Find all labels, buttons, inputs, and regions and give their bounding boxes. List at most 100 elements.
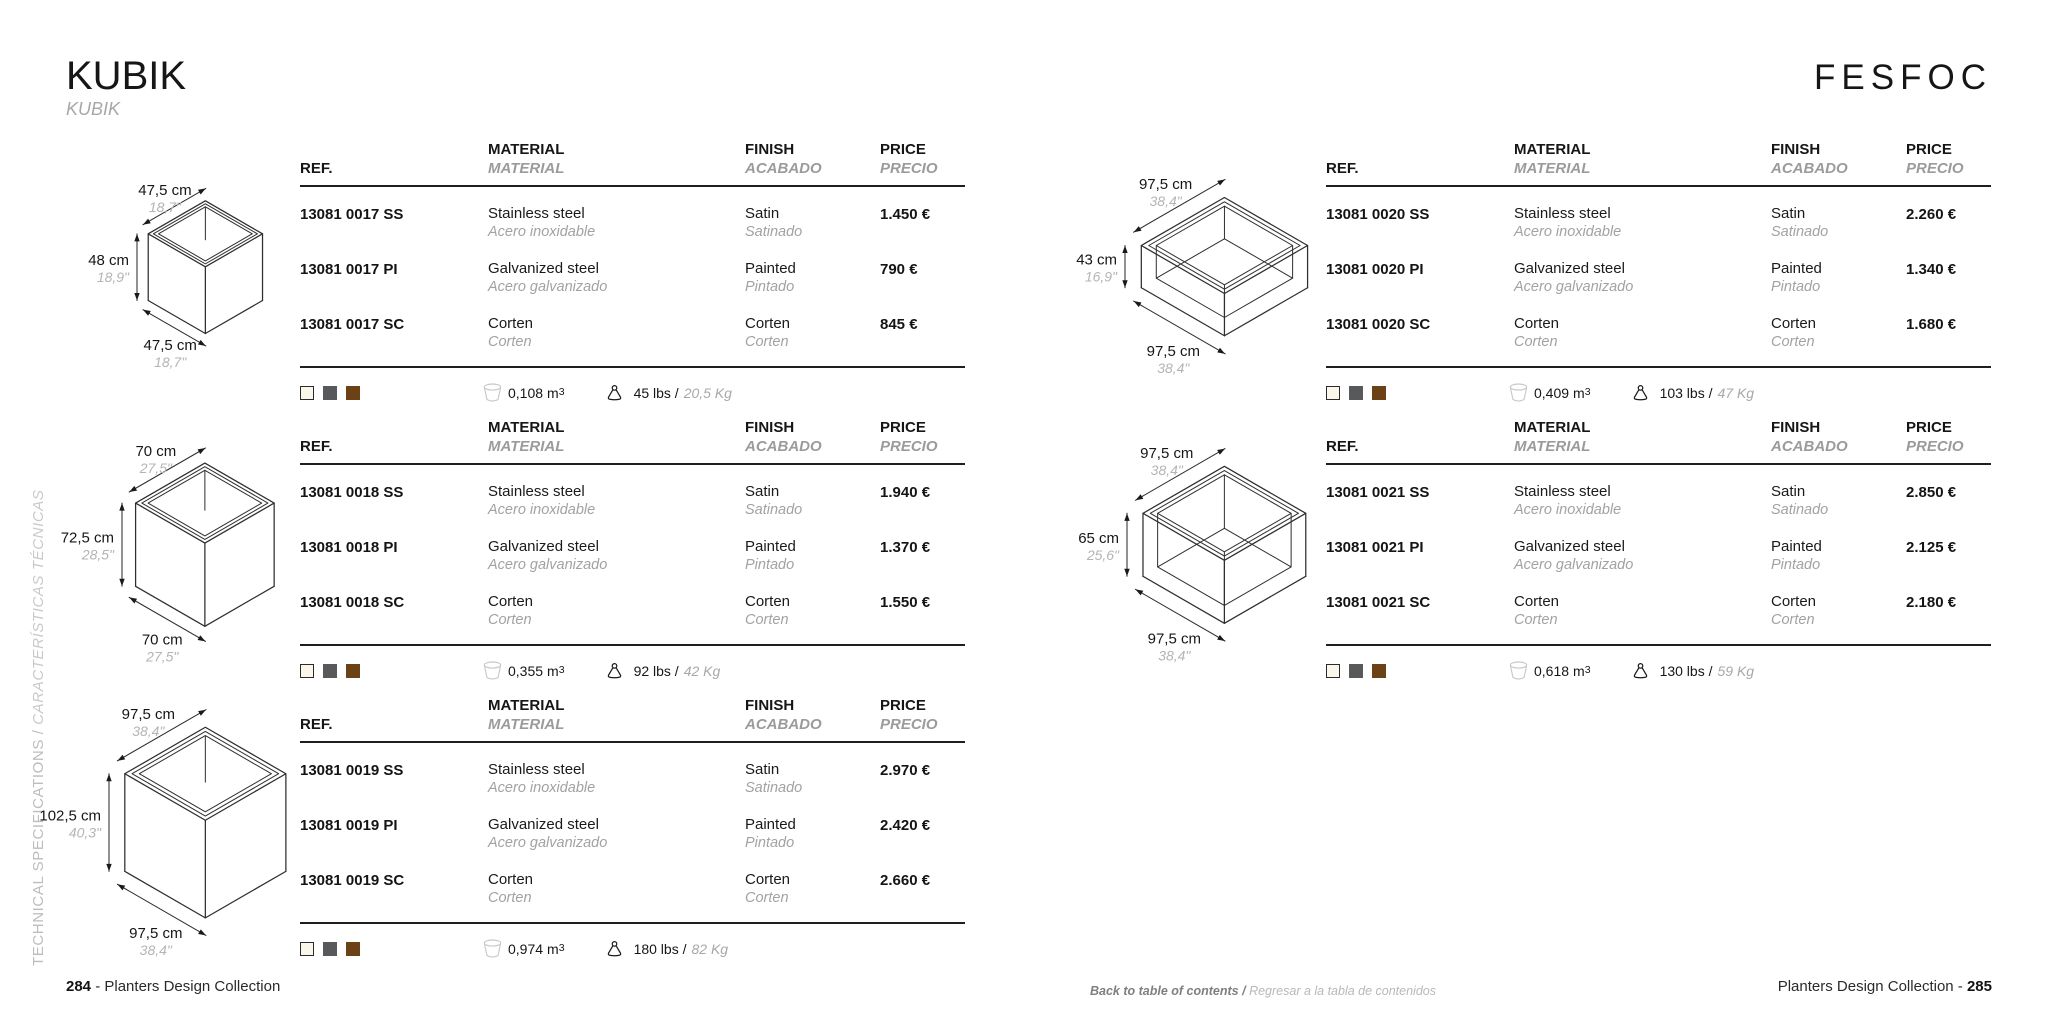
- col-finish: FINISH ACABADO: [1771, 418, 1906, 456]
- volume-unit: m: [1573, 385, 1585, 401]
- col-price-es: PRECIO: [880, 716, 938, 733]
- price-cell: 1.680 €: [1906, 314, 1991, 351]
- col-finish-es: ACABADO: [1771, 160, 1848, 177]
- material-es-text: Acero inoxidable: [488, 502, 596, 518]
- material-en-text: Stainless steel: [1514, 483, 1611, 500]
- spec-table: REF. MATERIAL MATERIAL FINISH ACABADO PR…: [300, 418, 965, 683]
- price-cell: 2.180 €: [1906, 592, 1991, 629]
- col-material: MATERIAL MATERIAL: [488, 140, 745, 178]
- material-es-text: Corten: [488, 890, 532, 906]
- price-text: 1.940 €: [880, 484, 931, 501]
- swatch-stainless: [1326, 664, 1340, 678]
- swatch-painted-gray: [323, 942, 337, 956]
- finish-en-text: Painted: [1771, 538, 1822, 555]
- dimension-label-top-cm: 97,5 cm: [121, 706, 174, 723]
- pot-icon: [483, 382, 502, 402]
- pot-icon: [1509, 660, 1528, 680]
- swatch-stainless: [300, 664, 314, 678]
- finish-en-text: Satin: [1771, 205, 1806, 222]
- ref-text: 13081 0017 SC: [300, 316, 405, 333]
- col-ref: REF.: [300, 437, 488, 456]
- col-price-es: PRECIO: [1906, 160, 1964, 177]
- swatch-stainless: [1326, 386, 1340, 400]
- col-material-es: MATERIAL: [488, 438, 565, 455]
- finish-es-text: Corten: [745, 334, 789, 350]
- material-en-text: Galvanized steel: [488, 816, 599, 833]
- col-price-es: PRECIO: [880, 438, 938, 455]
- swatch-painted-gray: [1349, 386, 1363, 400]
- col-finish-es: ACABADO: [745, 160, 822, 177]
- weight-kg: 47 Kg: [1717, 385, 1755, 401]
- col-material: MATERIAL MATERIAL: [1514, 140, 1771, 178]
- brand-logo: FESFOC: [1814, 58, 1992, 97]
- finish-swatches: [1326, 664, 1392, 678]
- finish-en-text: Corten: [745, 593, 791, 610]
- weight-icon: [607, 384, 621, 400]
- finish-en-text: Painted: [1771, 260, 1822, 277]
- dimension-label-bottom-in: 38,4": [1158, 647, 1191, 663]
- col-finish: FINISH ACABADO: [745, 418, 880, 456]
- back-to-contents-link[interactable]: Back to table of contents / Regresar a l…: [1090, 984, 1436, 998]
- swatch-corten-brown: [1372, 386, 1386, 400]
- swatch-stainless: [300, 942, 314, 956]
- material-es-text: Corten: [1514, 334, 1558, 350]
- ref-cell: 13081 0020 SC: [1326, 314, 1514, 351]
- finish-swatches: [1326, 386, 1392, 400]
- dimension-label-top-in: 38,4": [132, 723, 165, 739]
- finish-es-text: Corten: [745, 612, 789, 628]
- col-ref: REF.: [300, 715, 488, 734]
- volume-unit: m: [547, 385, 559, 401]
- volume-value: 0,409: [1534, 385, 1570, 401]
- price-text: 1.340 €: [1906, 261, 1957, 278]
- col-material-es: MATERIAL: [488, 160, 565, 177]
- price-text: 2.970 €: [880, 762, 931, 779]
- dimension-label-side-in: 25,6": [1085, 547, 1119, 563]
- price-text: 2.260 €: [1906, 206, 1957, 223]
- col-material-en: MATERIAL: [488, 697, 565, 714]
- volume-value: 0,108: [508, 385, 544, 401]
- material-en-text: Corten: [1514, 593, 1560, 610]
- col-price: PRICE PRECIO: [880, 140, 965, 178]
- price-cell: 1.450 €: [880, 204, 965, 241]
- col-material: MATERIAL MATERIAL: [1514, 418, 1771, 456]
- dimension-label-bottom-cm: 70 cm: [142, 632, 183, 649]
- price-cell: 790 €: [880, 259, 965, 296]
- back-to-contents-es: Regresar a la tabla de contenidos: [1245, 984, 1436, 998]
- ref-cell: 13081 0020 SS: [1326, 204, 1514, 241]
- ref-cell: 13081 0018 SS: [300, 482, 488, 519]
- col-finish-es: ACABADO: [1771, 438, 1848, 455]
- footer-page-left: 284 - Planters Design Collection: [66, 978, 280, 995]
- material-es-text: Acero inoxidable: [488, 780, 596, 796]
- dimension-label-bottom-in: 38,4": [139, 942, 172, 958]
- swatch-painted-gray: [323, 664, 337, 678]
- ref-cell: 13081 0021 PI: [1326, 537, 1514, 574]
- finish-en-text: Painted: [745, 816, 796, 833]
- col-finish-es: ACABADO: [745, 716, 822, 733]
- spec-table: REF. MATERIAL MATERIAL FINISH ACABADO PR…: [300, 140, 965, 405]
- ref-cell: 13081 0018 SC: [300, 592, 488, 629]
- spec-table-header: REF. MATERIAL MATERIAL FINISH ACABADO PR…: [1326, 140, 1991, 187]
